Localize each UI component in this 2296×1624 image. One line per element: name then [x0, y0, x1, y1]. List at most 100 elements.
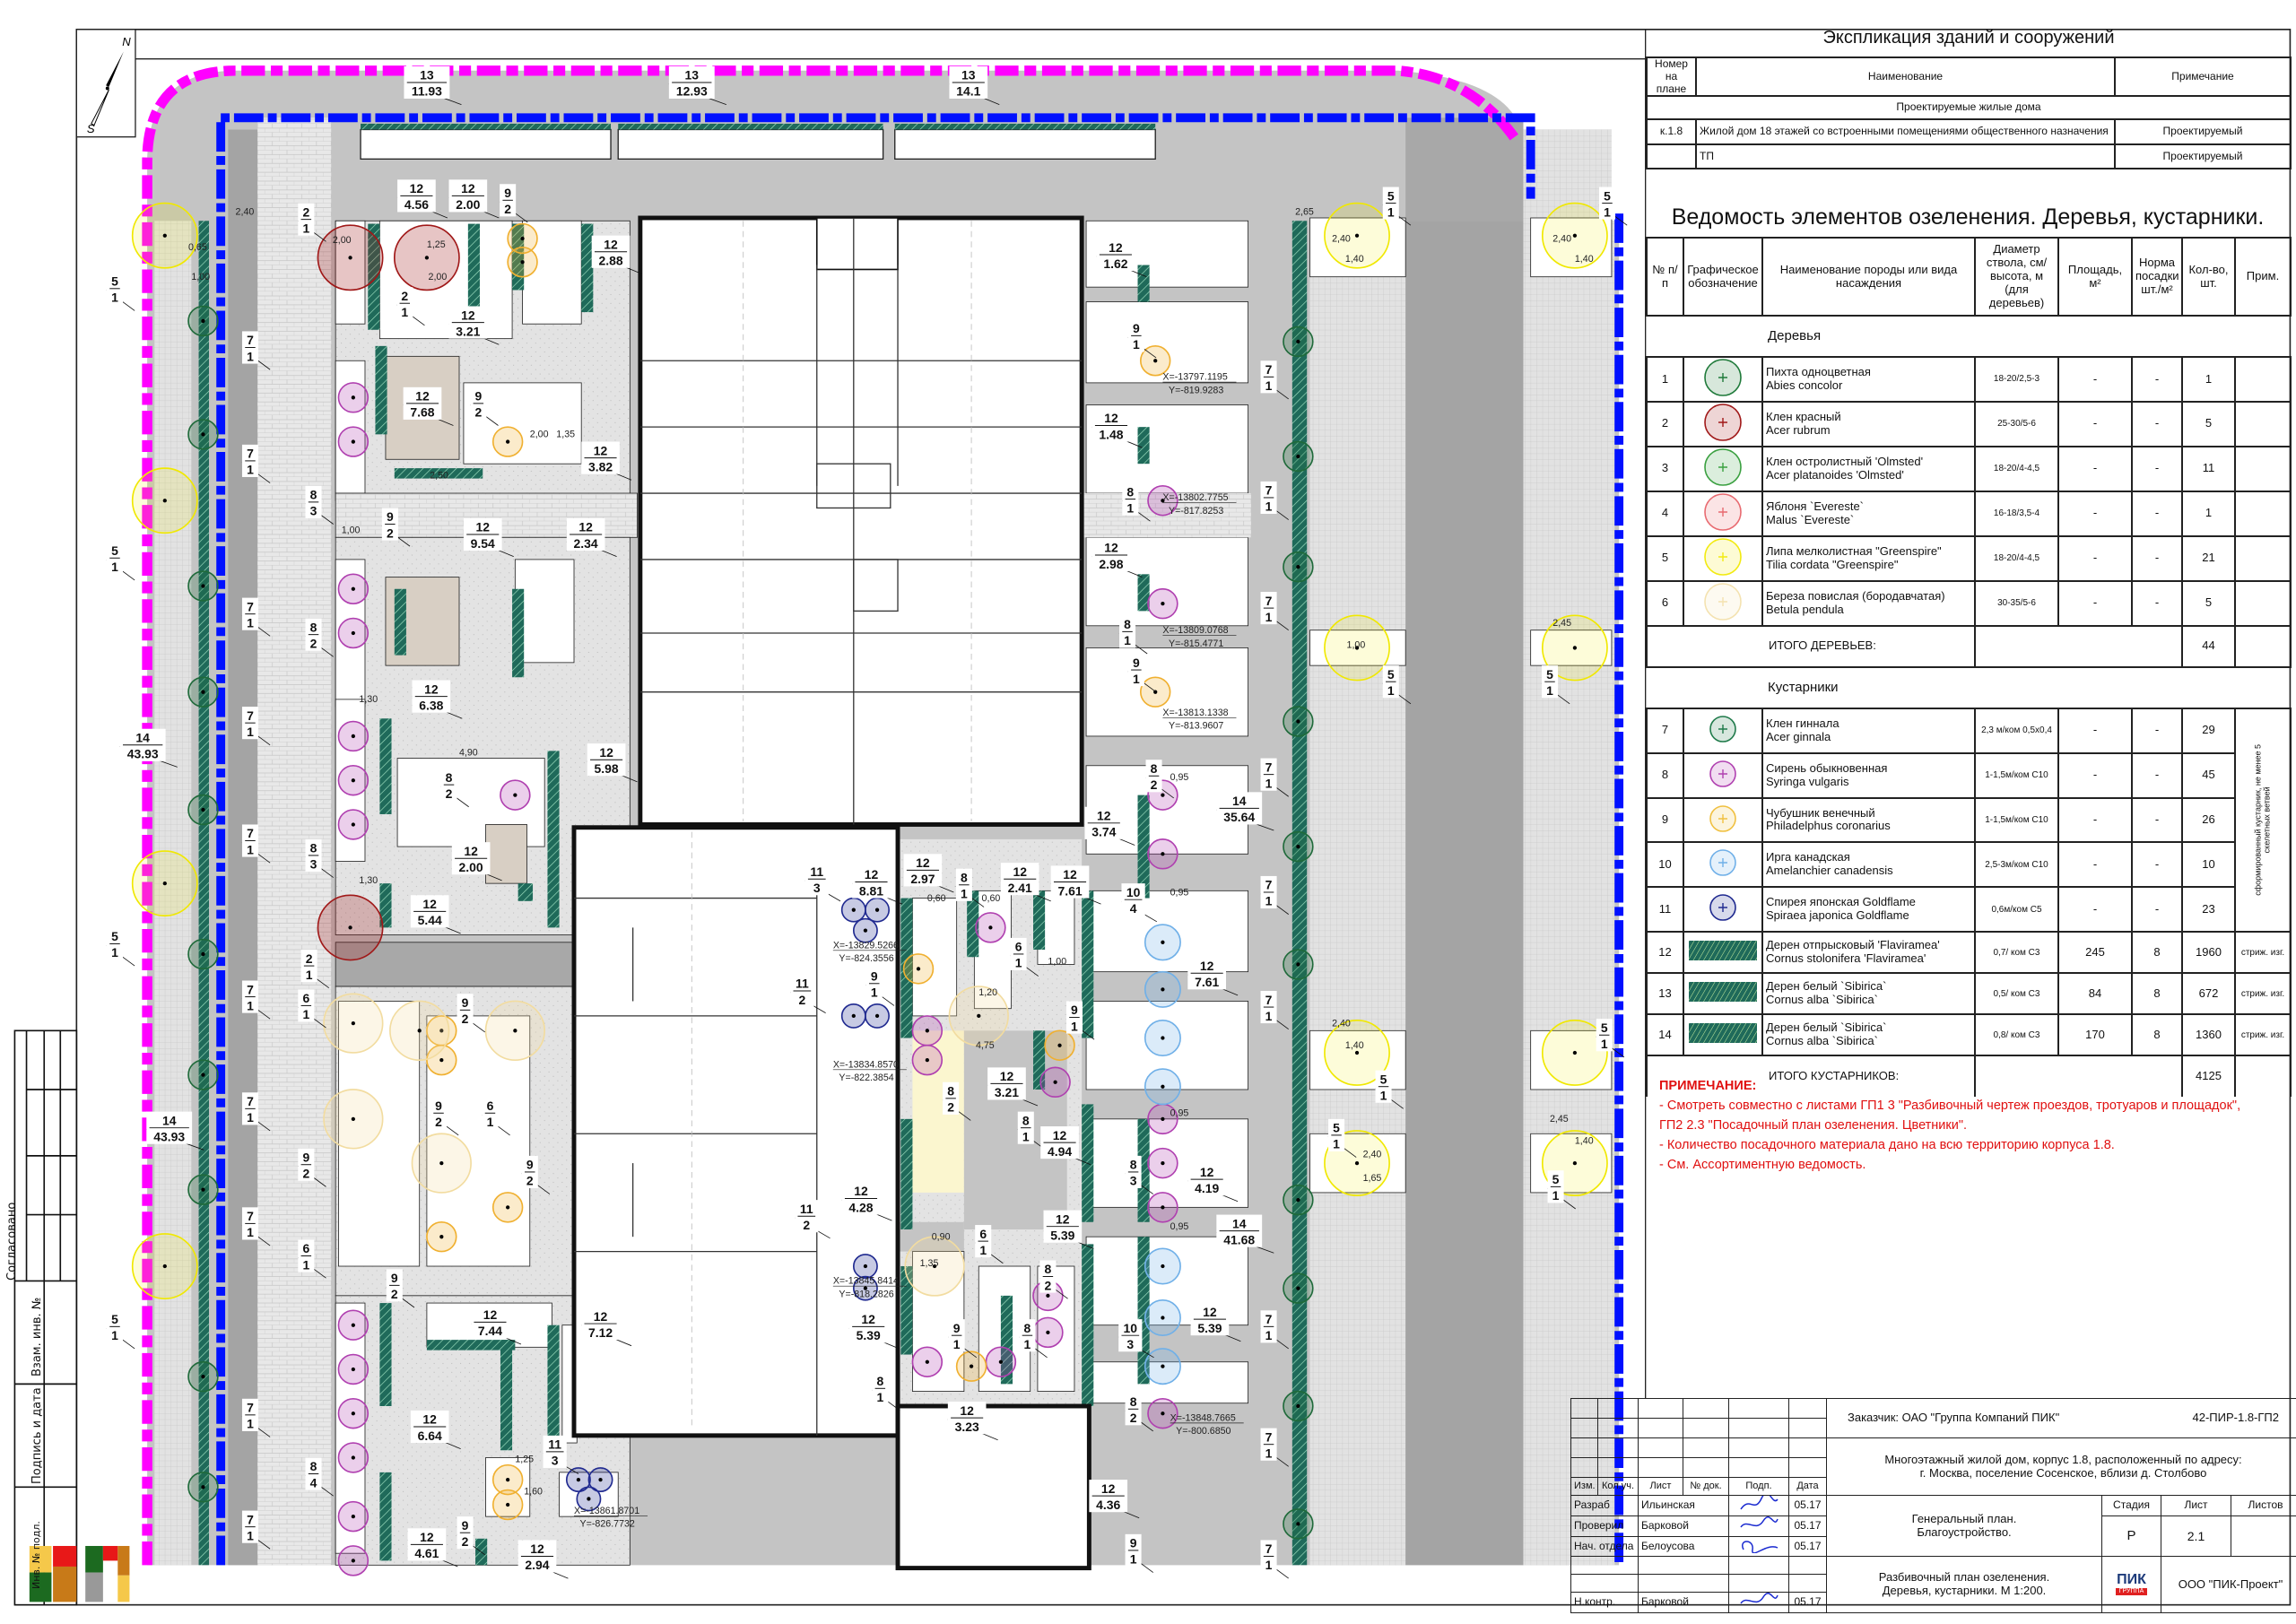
svg-text:2: 2	[504, 202, 511, 216]
cell-area: -	[2057, 534, 2133, 582]
svg-text:2.00: 2.00	[459, 860, 483, 874]
svg-text:6: 6	[302, 991, 309, 1005]
callout-label: 51	[1375, 1070, 1404, 1109]
svg-text:7: 7	[1265, 760, 1273, 774]
svg-text:12: 12	[594, 1309, 608, 1324]
hedge-symbol-icon	[1689, 1023, 1757, 1044]
svg-text:1: 1	[1552, 1188, 1560, 1203]
hedge	[967, 890, 979, 958]
callout-label: 83	[305, 485, 334, 525]
svg-text:1: 1	[871, 986, 878, 1000]
callout-label: 123.23	[947, 1402, 998, 1441]
svg-text:1: 1	[247, 1417, 254, 1431]
cell-note: стриж. изг.	[2234, 972, 2292, 1016]
svg-text:12: 12	[483, 1307, 498, 1322]
svg-text:7: 7	[247, 1094, 254, 1108]
svg-text:5: 5	[1552, 1172, 1560, 1186]
svg-text:12: 12	[1063, 867, 1077, 881]
dimension-label: 0,90	[932, 1231, 951, 1242]
lilac-shrub-icon	[1147, 1147, 1178, 1179]
svg-text:5: 5	[1380, 1072, 1387, 1086]
svg-text:X=-13802.7755: X=-13802.7755	[1162, 492, 1228, 503]
svg-text:3.21: 3.21	[456, 324, 480, 338]
svg-text:9: 9	[1133, 656, 1140, 670]
svg-text:X=-13797.1195: X=-13797.1195	[1162, 372, 1227, 383]
svg-text:3: 3	[1130, 1174, 1137, 1188]
cell-qty: 1960	[2181, 931, 2236, 975]
svg-text:1: 1	[111, 1328, 118, 1342]
hedge	[512, 223, 525, 291]
maple-shrub-icon	[1283, 830, 1314, 863]
symbol-cell	[1683, 886, 1763, 934]
svg-text:2: 2	[803, 1218, 810, 1232]
svg-text:1: 1	[876, 1390, 883, 1404]
svg-text:12: 12	[578, 520, 593, 534]
maple-shrub-icon	[187, 938, 219, 970]
svg-text:9: 9	[302, 1150, 309, 1164]
svg-text:12: 12	[1109, 240, 1123, 255]
svg-text:12: 12	[424, 682, 439, 696]
svg-text:8: 8	[1126, 484, 1134, 499]
callout-label: 51	[1541, 665, 1570, 705]
callout-label: 127.61	[1050, 865, 1101, 905]
cell-name: Береза повислая (бородавчатая)Betula pen…	[1761, 579, 1976, 627]
cell-num: 10	[1646, 841, 1684, 889]
svg-text:11: 11	[548, 1437, 561, 1452]
col-header: № п/п	[1646, 237, 1684, 317]
cell-qty: 672	[2181, 972, 2236, 1016]
signature	[1728, 1515, 1789, 1537]
svg-text:12: 12	[604, 237, 618, 251]
callout-label: 83	[1125, 1155, 1153, 1194]
svg-text:5: 5	[1546, 667, 1553, 682]
mock-orange-shrub-icon	[491, 1192, 524, 1223]
cell-num: 2	[1646, 400, 1684, 447]
svg-text:14.1: 14.1	[956, 84, 980, 99]
svg-text:6: 6	[487, 1099, 494, 1113]
svg-text:5: 5	[1387, 188, 1395, 203]
callout-label: 51	[1382, 187, 1412, 226]
svg-text:1: 1	[401, 305, 408, 319]
lilac-shrub-icon	[337, 764, 370, 796]
svg-text:1: 1	[247, 1528, 254, 1542]
svg-text:5: 5	[111, 929, 118, 943]
dimension-label: 1,40	[1575, 254, 1594, 265]
callout-label: 51	[1547, 1170, 1576, 1210]
callout-label: 122.98	[1091, 538, 1143, 578]
dimension-label: 1,65	[1363, 1173, 1382, 1184]
svg-text:9: 9	[474, 389, 482, 404]
hedge	[1000, 1295, 1013, 1385]
cell-area: -	[2057, 707, 2133, 754]
cell-norm: 8	[2131, 1013, 2183, 1057]
svg-text:X=-13861.8701: X=-13861.8701	[574, 1506, 639, 1516]
hedge-right	[1292, 221, 1308, 1566]
title-block: Заказчик: ОАО "Группа Компаний ПИК"42-ПИ…	[1570, 1398, 2296, 1614]
cell-num: 8	[1646, 751, 1684, 799]
cell-size: 1-1,5м/ком С10	[1974, 751, 2059, 799]
callout-label: 82	[942, 1081, 971, 1121]
linden-tree-icon	[1324, 1020, 1390, 1086]
lilac-shrub-icon	[337, 573, 370, 604]
svg-text:1: 1	[247, 1225, 254, 1239]
callout-label: 124.61	[407, 1528, 458, 1568]
svg-text:12: 12	[1056, 1211, 1070, 1226]
svg-text:3: 3	[310, 857, 317, 872]
callout-label: 51	[1598, 187, 1628, 226]
cell-num: 13	[1646, 972, 1684, 1016]
dimension-label: 4,90	[459, 747, 478, 758]
lilac-shrub-icon	[337, 1442, 370, 1473]
svg-text:2.00: 2.00	[456, 197, 480, 212]
building-k18	[571, 215, 1091, 1571]
callout-label: 125.39	[1190, 1303, 1241, 1342]
svg-text:1: 1	[302, 1257, 309, 1272]
col-header: Диаметр ствола, см/ высота, м (для дерев…	[1974, 237, 2059, 317]
col-header: Кол-во, шт.	[2181, 237, 2236, 317]
callout-label: 71	[1260, 1428, 1289, 1467]
cell-norm: -	[2131, 751, 2183, 799]
callout-label: 51	[106, 272, 135, 311]
svg-text:2.97: 2.97	[910, 872, 935, 886]
svg-text:2.34: 2.34	[574, 536, 598, 551]
